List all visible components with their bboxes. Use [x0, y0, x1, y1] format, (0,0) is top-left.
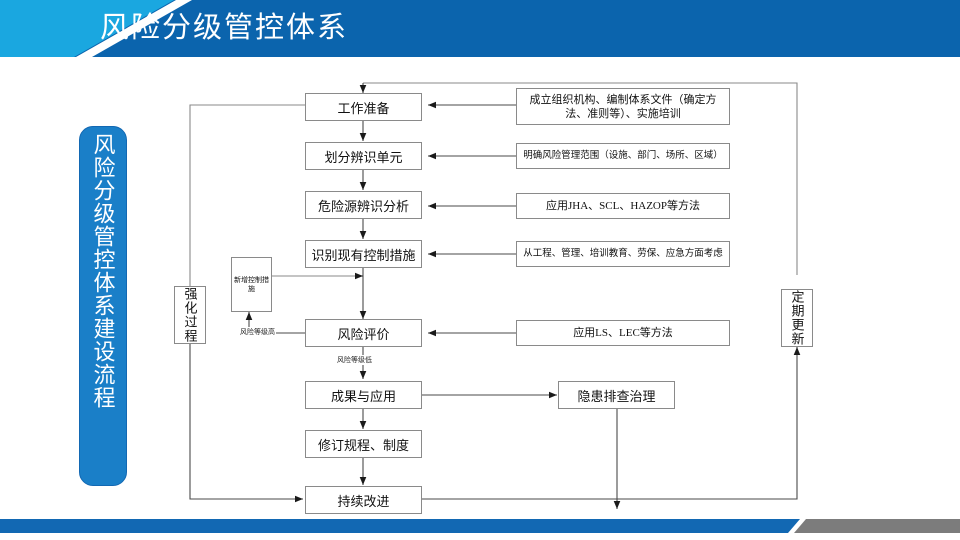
edge-label-high-risk: 风险等级高	[239, 327, 276, 337]
page-footer	[0, 519, 960, 540]
node-hazard-analysis[interactable]: 危险源辨识分析	[305, 191, 422, 219]
page-header: 风险分级管控体系	[0, 0, 960, 57]
node-periodic-update[interactable]: 定期更新	[781, 289, 813, 347]
node-existing-controls[interactable]: 识别现有控制措施	[305, 240, 422, 268]
side-banner: 风险分级管控体系建设流程	[79, 126, 127, 486]
note-jha-scl-hazop: 应用JHA、SCL、HAZOP等方法	[516, 193, 730, 219]
note-control-aspects: 从工程、管理、培训教育、劳保、应急方面考虑	[516, 241, 730, 267]
note-establish-organization: 成立组织机构、编制体系文件（确定方法、准则等）、实施培训	[516, 88, 730, 125]
page-title: 风险分级管控体系	[100, 12, 349, 44]
node-work-preparation[interactable]: 工作准备	[305, 93, 422, 121]
node-new-control-measures[interactable]: 新增控制措施	[231, 257, 272, 312]
side-banner-label: 风险分级管控体系建设流程	[90, 133, 116, 409]
note-ls-lec: 应用LS、LEC等方法	[516, 320, 730, 346]
node-identify-unit[interactable]: 划分辨识单元	[305, 142, 422, 170]
node-risk-evaluation[interactable]: 风险评价	[305, 319, 422, 347]
footer-gray-bar	[794, 519, 960, 533]
note-risk-scope: 明确风险管理范围（设施、部门、场所、区域）	[516, 143, 730, 169]
footer-blue-bar	[0, 519, 800, 533]
node-revise-rules[interactable]: 修订规程、制度	[305, 430, 422, 458]
node-continuous-improvement[interactable]: 持续改进	[305, 486, 422, 514]
node-strengthen-process[interactable]: 强化过程	[174, 286, 206, 344]
flowchart-canvas: 工作准备 划分辨识单元 危险源辨识分析 识别现有控制措施 风险评价 成果与应用 …	[0, 57, 960, 519]
edge-label-low-risk: 风险等级低	[336, 355, 373, 365]
node-hidden-danger-management[interactable]: 隐患排查治理	[558, 381, 675, 409]
node-result-application[interactable]: 成果与应用	[305, 381, 422, 409]
flowchart-connectors	[189, 82, 801, 509]
